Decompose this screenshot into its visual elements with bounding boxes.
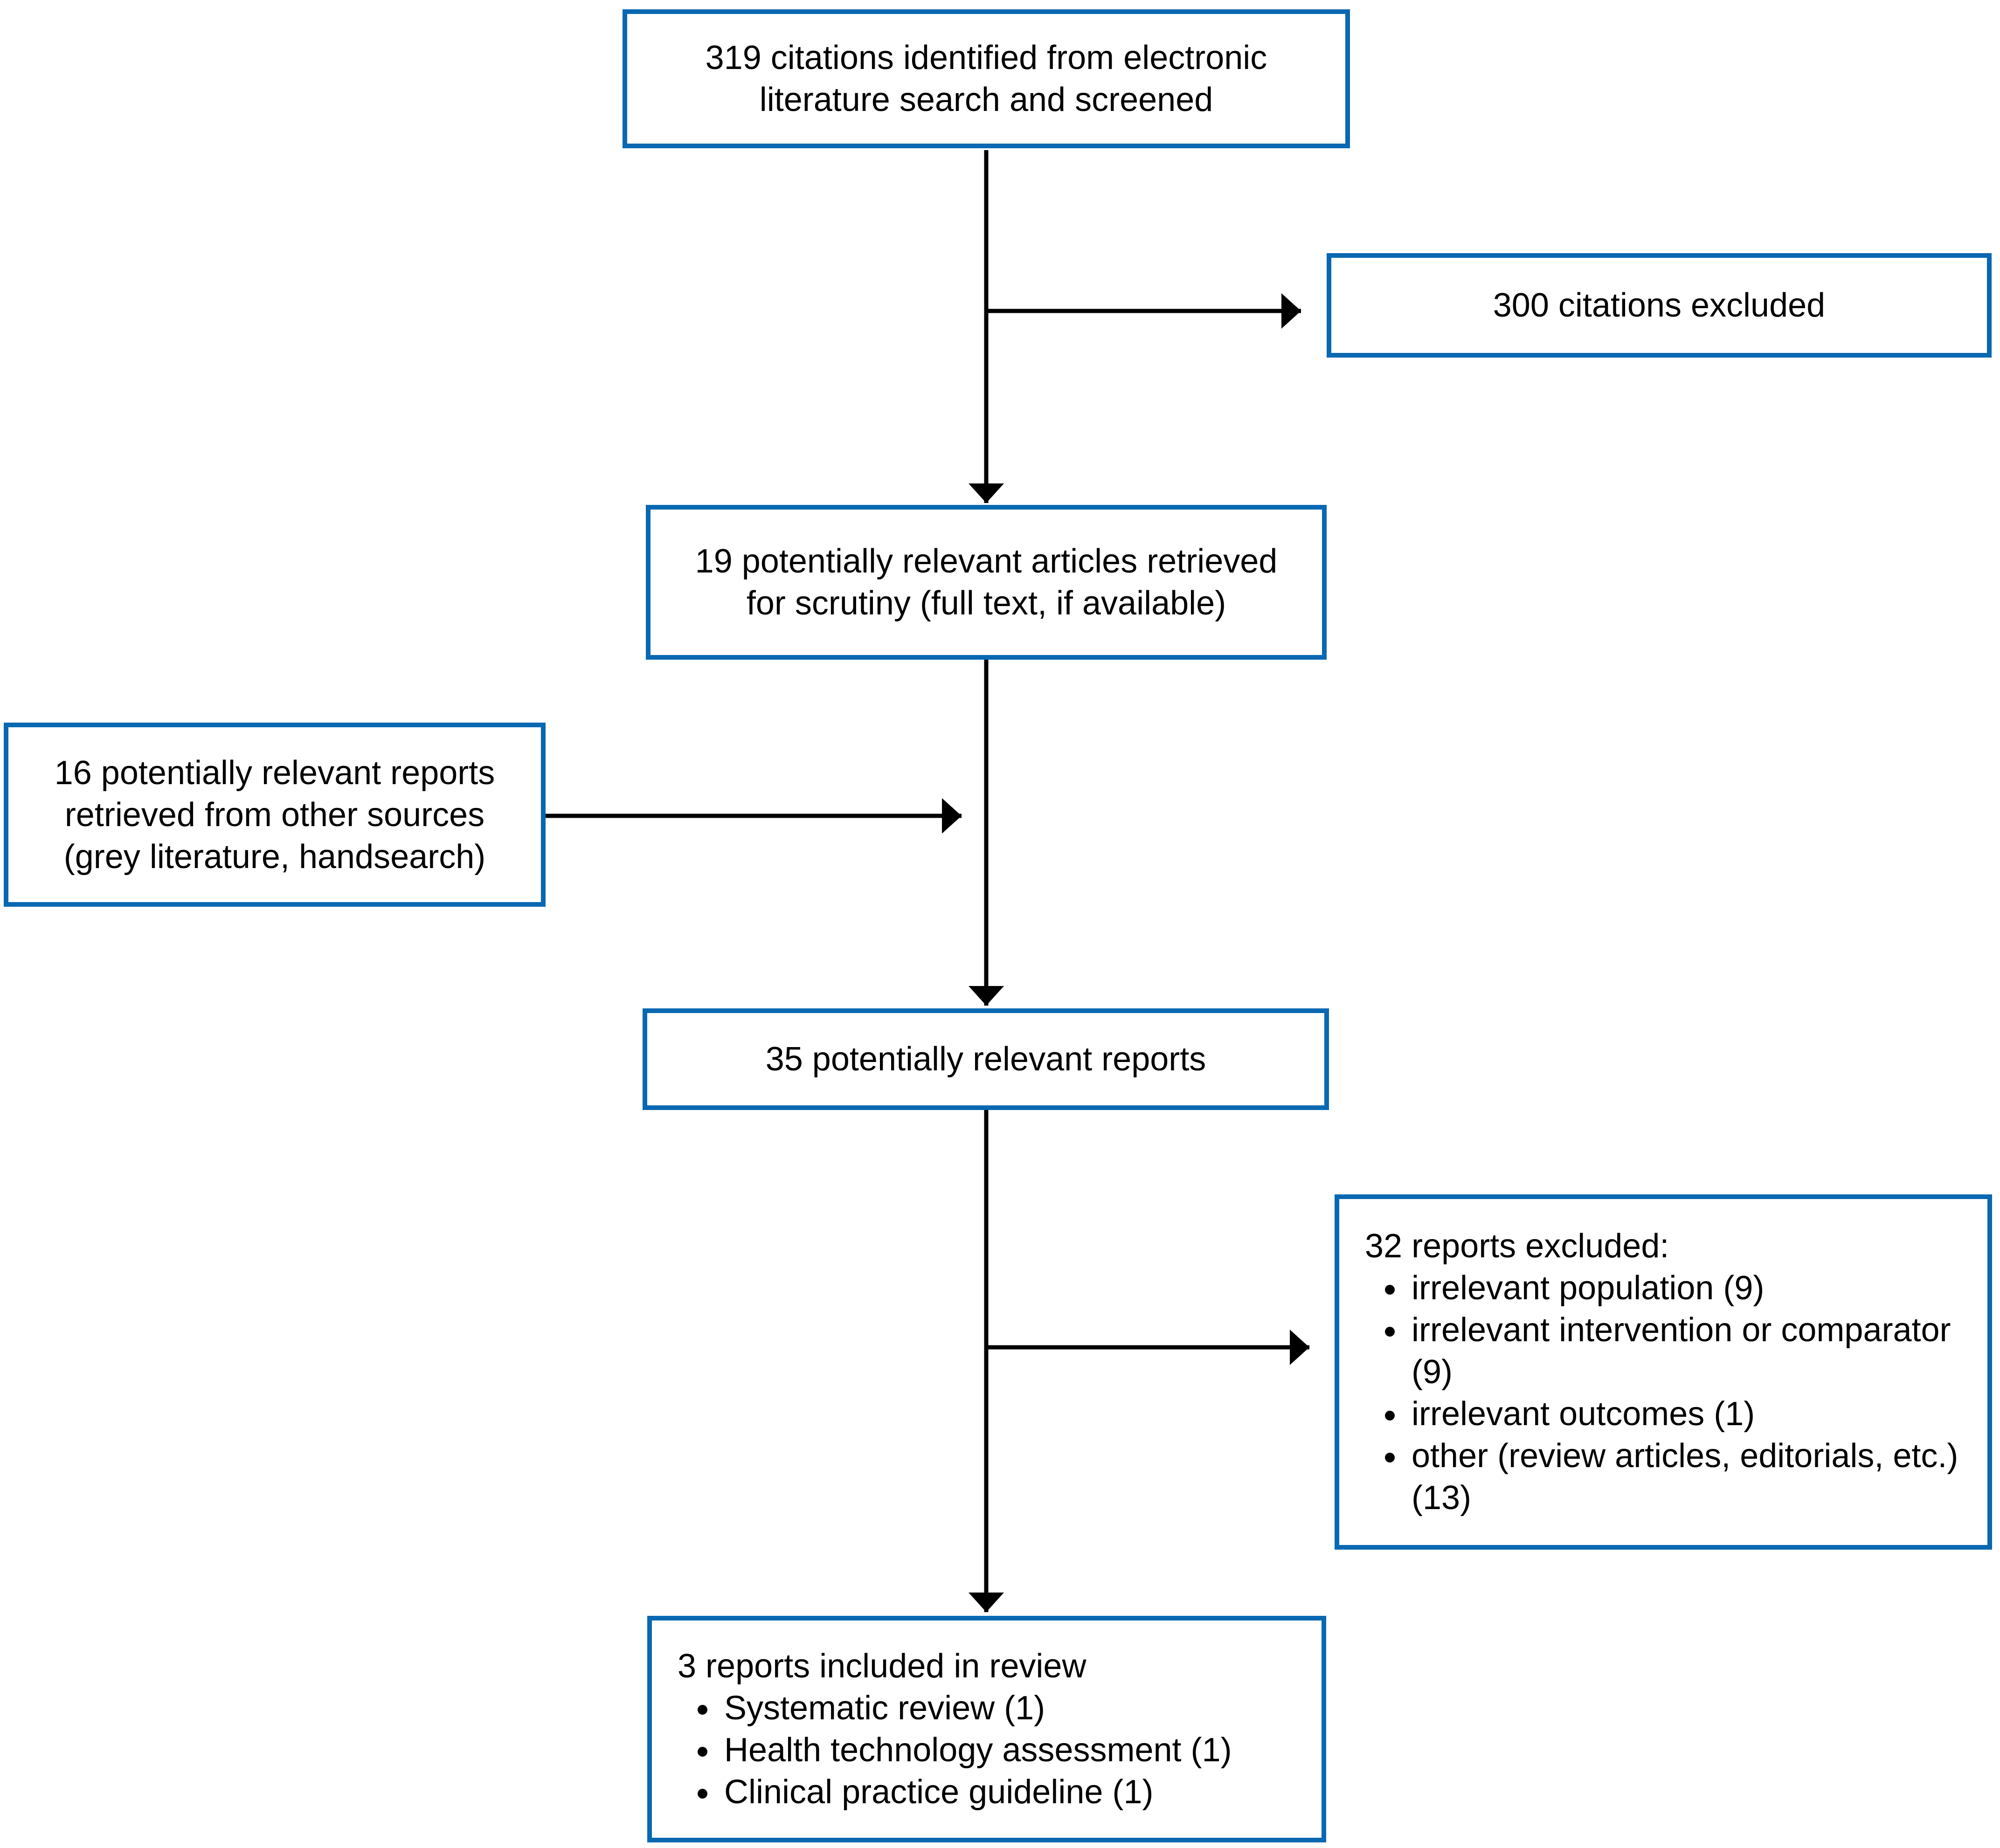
box-other-sources-line3: (grey literature, handsearch): [63, 838, 486, 876]
box-citations-identified-line2: literature search and screened: [759, 81, 1213, 118]
box-citations-excluded-line1: 300 citations excluded: [1493, 287, 1826, 324]
reports-excluded-item: irrelevant intervention or comparator (9…: [1408, 1309, 1962, 1393]
box-articles-retrieved-line1: 19 potentially relevant articles retriev…: [695, 543, 1278, 580]
box-reports-included: 3 reports included in review Systematic …: [647, 1616, 1326, 1842]
box-citations-excluded: 300 citations excluded: [1327, 253, 1992, 358]
reports-included-item: Clinical practice guideline (1): [720, 1771, 1296, 1813]
box-citations-identified-line1: 319 citations identified from electronic: [705, 39, 1267, 76]
box-other-sources-line2: retrieved from other sources: [64, 796, 485, 834]
box-other-sources-line1: 16 potentially relevant reports: [54, 754, 495, 792]
box-relevant-reports: 35 potentially relevant reports: [643, 1008, 1329, 1110]
reports-included-item: Health technology assessment (1): [720, 1729, 1296, 1771]
box-relevant-reports-line1: 35 potentially relevant reports: [765, 1041, 1206, 1078]
reports-included-list: Systematic review (1) Health technology …: [678, 1687, 1296, 1813]
box-other-sources: 16 potentially relevant reports retrieve…: [4, 723, 546, 907]
reports-excluded-item: irrelevant outcomes (1): [1408, 1393, 1962, 1435]
box-reports-excluded: 32 reports excluded: irrelevant populati…: [1335, 1194, 1992, 1550]
box-articles-retrieved: 19 potentially relevant articles retriev…: [646, 505, 1327, 660]
box-citations-identified: 319 citations identified from electronic…: [623, 9, 1350, 148]
box-reports-included-title: 3 reports included in review: [678, 1648, 1087, 1685]
reports-excluded-item: other (review articles, editorials, etc.…: [1408, 1435, 1962, 1519]
reports-excluded-list: irrelevant population (9) irrelevant int…: [1365, 1267, 1962, 1519]
box-articles-retrieved-line2: for scrutiny (full text, if available): [746, 585, 1226, 622]
reports-included-item: Systematic review (1): [720, 1687, 1296, 1729]
reports-excluded-item: irrelevant population (9): [1408, 1267, 1962, 1309]
box-reports-excluded-title: 32 reports excluded:: [1365, 1227, 1669, 1265]
